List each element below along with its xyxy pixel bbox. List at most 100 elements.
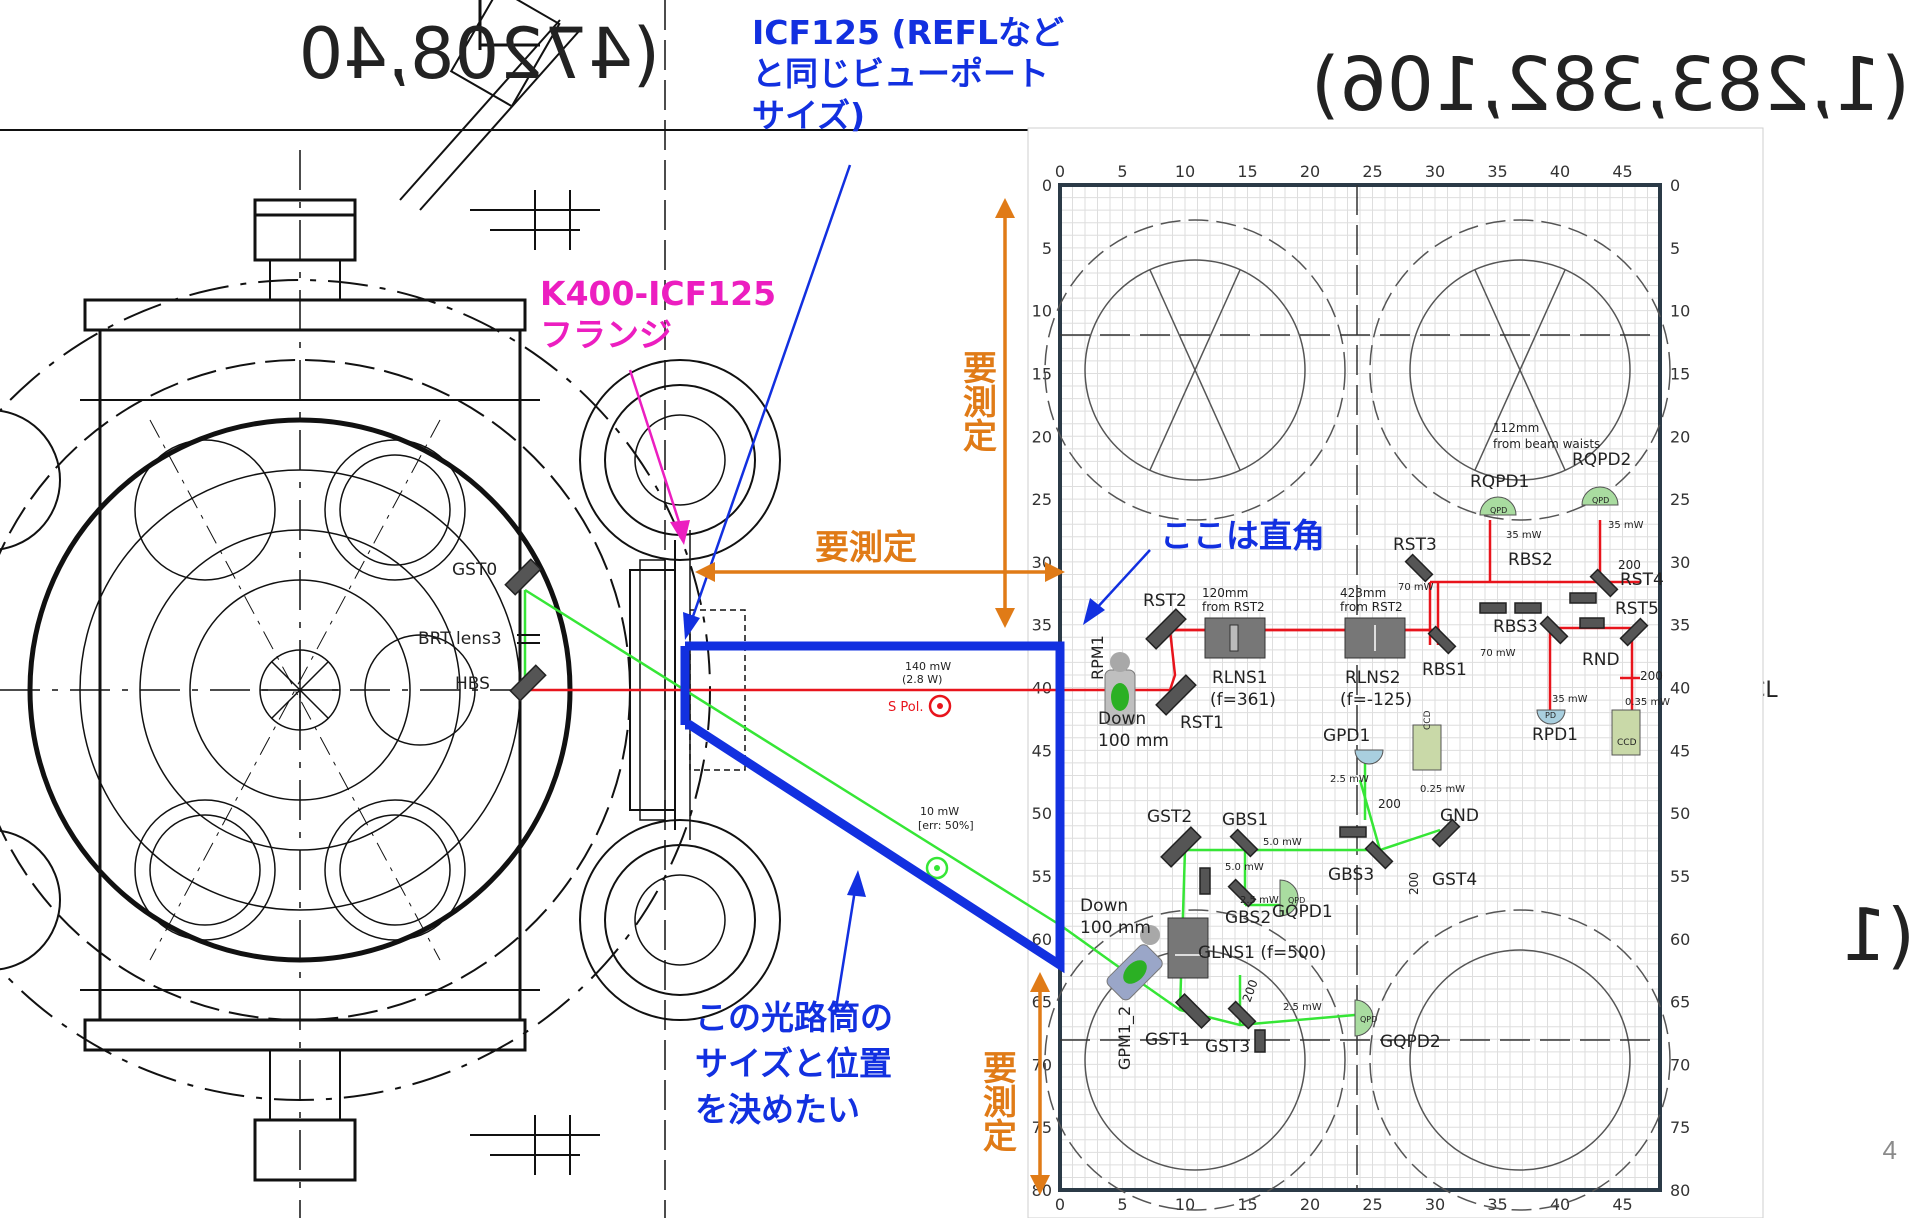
cad-dimension-text: (47208,40 (1,283,382,106) (1 CL <box>299 13 1915 977</box>
label-rlns2-b: (f=-125) <box>1340 690 1412 710</box>
y-tick-left: 55 <box>1032 867 1052 886</box>
y-tick-right: 5 <box>1670 239 1680 258</box>
label-power-green-1: 10 mW <box>920 805 959 818</box>
label-p035: 0.35 mW <box>1625 697 1670 708</box>
label-qpd-a: QPD <box>1490 506 1507 515</box>
hbs-mirror <box>509 664 547 702</box>
y-tick-left: 70 <box>1032 1055 1052 1074</box>
label-p200c: 200 <box>1378 797 1401 811</box>
y-tick-left: 25 <box>1032 490 1052 509</box>
y-tick-left: 40 <box>1032 679 1052 698</box>
label-power-green-2: [err: 50%] <box>918 819 974 832</box>
dims-small: (1 <box>1841 893 1915 977</box>
rpd1-detector <box>1536 709 1566 725</box>
y-tick-left: 45 <box>1032 741 1052 760</box>
label-gnd: GND <box>1440 806 1479 826</box>
label-hbs: HBS <box>455 674 490 694</box>
label-gbs1: GBS1 <box>1222 810 1268 830</box>
measure-vertical-top: 要測定 <box>956 350 997 452</box>
label-p70b: 70 mW <box>1480 648 1516 659</box>
y-tick-left: 5 <box>1042 239 1052 258</box>
label-rst3: RST3 <box>1393 535 1437 555</box>
tube-note: この光路筒の サイズと位置 を決めたい <box>695 995 893 1134</box>
y-tick-left: 35 <box>1032 616 1052 635</box>
top-flange <box>83 298 527 332</box>
label-power-red-1: 140 mW <box>905 660 951 673</box>
x-tick-top: 30 <box>1425 162 1445 181</box>
label-p200d: 200 <box>1407 872 1421 895</box>
label-rst5: RST5 <box>1615 599 1659 619</box>
label-power-red-2: (2.8 W) <box>902 673 942 686</box>
label-spol: S Pol. <box>888 700 923 715</box>
x-tick-top: 45 <box>1612 162 1632 181</box>
x-tick-bottom: 35 <box>1487 1195 1507 1214</box>
label-p35a: 35 mW <box>1506 530 1542 541</box>
tube-note-line3: を決めたい <box>695 1090 860 1130</box>
label-gpd1: GPD1 <box>1323 726 1370 746</box>
label-p25a: 2.5 mW <box>1330 774 1369 785</box>
y-tick-right: 15 <box>1670 364 1690 383</box>
x-tick-bottom: 45 <box>1612 1195 1632 1214</box>
y-tick-left: 15 <box>1032 364 1052 383</box>
label-gst2: GST2 <box>1147 807 1192 827</box>
icf125-note-line2: と同じビューポート <box>752 54 1049 94</box>
label-down1-a: Down <box>1098 709 1146 729</box>
y-tick-left: 20 <box>1032 427 1052 446</box>
label-rbs3: RBS3 <box>1493 617 1538 637</box>
dims-right: (1,283,382,106) <box>1311 42 1910 128</box>
x-tick-top: 25 <box>1362 162 1382 181</box>
label-down1-b: 100 mm <box>1098 731 1169 751</box>
label-p5b: 5.0 mW <box>1225 862 1264 873</box>
label-p25c: 2.5 mW <box>1283 1002 1322 1013</box>
label-rst4: RST4 <box>1620 570 1664 590</box>
label-rst2: RST2 <box>1143 591 1187 611</box>
y-tick-right: 55 <box>1670 867 1690 886</box>
label-rqpd1: RQPD1 <box>1470 472 1529 492</box>
icf125-note-line1: ICF125 (REFLなど <box>752 13 1065 52</box>
y-tick-left: 65 <box>1032 993 1052 1012</box>
y-tick-right: 35 <box>1670 616 1690 635</box>
y-tick-right: 60 <box>1670 930 1690 949</box>
label-down2-a: Down <box>1080 896 1128 916</box>
label-ccd-center: CCD <box>1423 710 1433 730</box>
label-waist-a: 112mm <box>1493 421 1539 435</box>
label-ccd-right: CCD <box>1617 738 1637 748</box>
y-tick-right: 20 <box>1670 427 1690 446</box>
x-tick-bottom: 40 <box>1550 1195 1570 1214</box>
label-rlns1-a: RLNS1 <box>1212 668 1268 688</box>
y-tick-left: 10 <box>1032 302 1052 321</box>
y-tick-right: 70 <box>1670 1055 1690 1074</box>
x-tick-top: 35 <box>1487 162 1507 181</box>
y-tick-right: 30 <box>1670 553 1690 572</box>
tube-note-line2: サイズと位置 <box>695 1044 893 1084</box>
y-tick-right: 80 <box>1670 1181 1690 1200</box>
rqpd1-detector <box>1479 496 1517 516</box>
label-rpd1: RPD1 <box>1532 725 1578 745</box>
label-rlns2-note-a: 423mm <box>1340 586 1386 600</box>
glns1-lens <box>1167 917 1209 979</box>
x-tick-bottom: 5 <box>1117 1195 1127 1214</box>
label-rqpd2: RQPD2 <box>1572 450 1631 470</box>
label-p025: 0.25 mW <box>1420 784 1465 795</box>
label-rbs2: RBS2 <box>1508 550 1553 570</box>
component-labels: GST0 BRT lens3 HBS 140 mW (2.8 W) S Pol.… <box>418 421 1670 1070</box>
label-p35b: 35 mW <box>1608 520 1644 531</box>
label-p25b: 2.5 mW <box>1240 895 1279 906</box>
x-tick-bottom: 20 <box>1300 1195 1320 1214</box>
label-pd: PD <box>1545 711 1556 720</box>
label-rpm1: RPM1 <box>1088 635 1107 680</box>
icf125-note-line3: サイズ) <box>752 95 866 135</box>
label-gqpd1: GQPD1 <box>1272 902 1333 922</box>
y-tick-left: 75 <box>1032 1118 1052 1137</box>
y-tick-right: 50 <box>1670 804 1690 823</box>
label-p200b: 200 <box>1640 669 1663 683</box>
x-tick-top: 5 <box>1117 162 1127 181</box>
label-gbs3: GBS3 <box>1328 865 1374 885</box>
label-glns1: GLNS1 (f=500) <box>1198 943 1326 963</box>
y-tick-right: 10 <box>1670 302 1690 321</box>
label-p35c: 35 mW <box>1552 694 1588 705</box>
label-rbs1: RBS1 <box>1422 660 1467 680</box>
